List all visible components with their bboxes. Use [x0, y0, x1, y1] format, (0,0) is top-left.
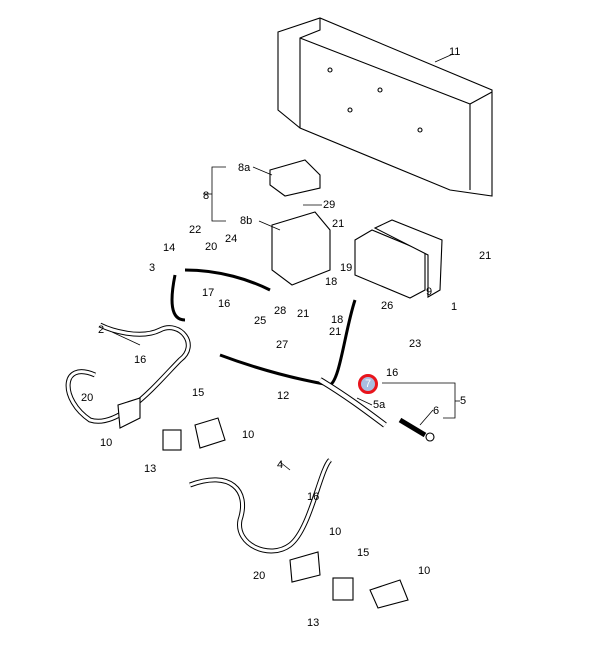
harness-part-3: [170, 268, 357, 387]
module-part-9: [354, 229, 426, 299]
callout-12[interactable]: 12: [277, 390, 290, 402]
callout-5[interactable]: 5: [460, 395, 467, 407]
callout-23[interactable]: 23: [409, 338, 422, 350]
callout-13[interactable]: 13: [144, 463, 157, 475]
callout-21[interactable]: 21: [297, 308, 310, 320]
callout-10[interactable]: 10: [100, 437, 113, 449]
callout-20[interactable]: 20: [81, 392, 94, 404]
callout-4[interactable]: 4: [277, 459, 284, 471]
callout-8b[interactable]: 8b: [240, 215, 253, 227]
cover-part-10: [289, 551, 321, 583]
callout-25[interactable]: 25: [254, 315, 267, 327]
callout-10[interactable]: 10: [329, 526, 342, 538]
callout-18[interactable]: 18: [325, 276, 338, 288]
callout-20[interactable]: 20: [205, 241, 218, 253]
relay-part-13: [162, 429, 182, 451]
panel-part-11: [277, 17, 493, 197]
callout-13[interactable]: 13: [307, 617, 320, 629]
callout-11[interactable]: 11: [449, 46, 461, 58]
callout-24[interactable]: 24: [225, 233, 238, 245]
callout-8a[interactable]: 8a: [238, 162, 251, 174]
callout-3[interactable]: 3: [149, 262, 156, 274]
callout-16[interactable]: 16: [134, 354, 147, 366]
callout-1[interactable]: 1: [451, 301, 458, 313]
callout-21[interactable]: 21: [329, 326, 342, 338]
callout-10[interactable]: 10: [242, 429, 255, 441]
callout-15[interactable]: 15: [192, 387, 205, 399]
callout-21[interactable]: 21: [479, 250, 492, 262]
callout-7-highlighted[interactable]: 7: [358, 374, 378, 394]
callout-9[interactable]: 9: [426, 286, 433, 298]
cable-part-4: [189, 458, 333, 554]
callout-2[interactable]: 2: [98, 324, 105, 336]
relay-part-13: [332, 577, 354, 601]
callout-22[interactable]: 22: [189, 224, 202, 236]
callout-8[interactable]: 8: [203, 190, 210, 202]
callout-29[interactable]: 29: [323, 199, 336, 211]
callout-16[interactable]: 16: [218, 298, 231, 310]
callout-27[interactable]: 27: [276, 339, 289, 351]
callout-6[interactable]: 6: [433, 405, 440, 417]
bracket-part-8b: [271, 211, 331, 286]
leader-lines: [111, 53, 460, 471]
callout-15[interactable]: 15: [357, 547, 370, 559]
cover-part-10: [369, 579, 409, 609]
callout-18[interactable]: 18: [331, 314, 344, 326]
cover-part-10: [194, 417, 226, 449]
callout-16[interactable]: 16: [307, 491, 320, 503]
callout-28[interactable]: 28: [274, 305, 287, 317]
bracket-part-8a: [269, 159, 321, 197]
callout-21[interactable]: 21: [332, 218, 345, 230]
callout-19[interactable]: 19: [340, 262, 353, 274]
module-part-1: [373, 219, 443, 298]
callout-20[interactable]: 20: [253, 570, 266, 582]
callout-10[interactable]: 10: [418, 565, 431, 577]
terminal-part-6: [398, 417, 427, 438]
cover-part-10: [117, 397, 141, 429]
callout-5a[interactable]: 5a: [373, 399, 386, 411]
callout-17[interactable]: 17: [202, 287, 215, 299]
callout-26[interactable]: 26: [381, 300, 394, 312]
callout-16[interactable]: 16: [386, 367, 399, 379]
callout-14[interactable]: 14: [163, 242, 176, 254]
